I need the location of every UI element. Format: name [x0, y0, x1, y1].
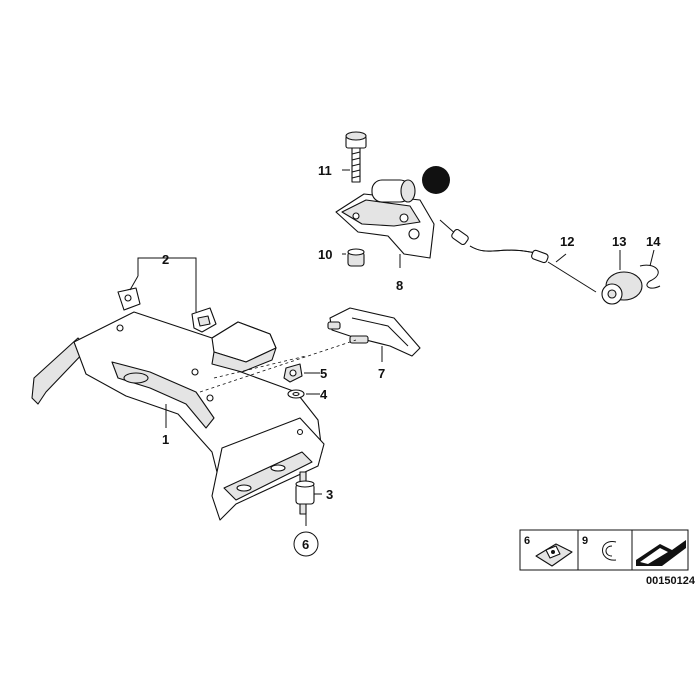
leader-lines [165, 169, 655, 526]
reference-item-6: 6 [524, 535, 573, 567]
reference-label-9: 9 [582, 535, 588, 547]
washer [287, 389, 305, 399]
callout-labels: 1 2 3 4 5 6 7 8 10 11 12 13 14 [162, 163, 661, 552]
support-bracket [31, 311, 325, 521]
callout-1: 1 [162, 432, 169, 447]
diagram-number: 00150124 [646, 575, 696, 587]
callout-5: 5 [320, 366, 327, 381]
callout-11: 11 [318, 163, 332, 178]
arrow-down-left-icon [636, 540, 686, 566]
lever-housing [335, 179, 435, 259]
reference-label-6: 6 [524, 535, 530, 547]
hex-nut [283, 363, 303, 383]
callout-12: 12 [560, 234, 574, 249]
callout-6: 6 [302, 537, 309, 552]
cap [347, 248, 365, 267]
callout-4: 4 [320, 387, 328, 402]
callout-6-circle [293, 531, 319, 557]
clip-right [191, 307, 217, 333]
reference-item-9: 9 [582, 535, 617, 561]
clip-left [117, 287, 141, 311]
callout-2: 2 [162, 252, 169, 267]
spring-clip [639, 264, 661, 289]
callout-13: 13 [612, 234, 626, 249]
bowden-cable [439, 219, 597, 293]
callout-3: 3 [326, 487, 333, 502]
callout-14: 14 [646, 234, 661, 249]
callout-7: 7 [378, 366, 385, 381]
callout-10: 10 [318, 247, 332, 262]
screw [345, 131, 367, 183]
black-cap-icon [422, 166, 450, 194]
reference-box: 6 9 [519, 529, 689, 571]
callout-8: 8 [396, 278, 403, 293]
rubber-mount [295, 471, 315, 515]
cable-bracket [327, 307, 421, 357]
grommet [601, 271, 643, 305]
